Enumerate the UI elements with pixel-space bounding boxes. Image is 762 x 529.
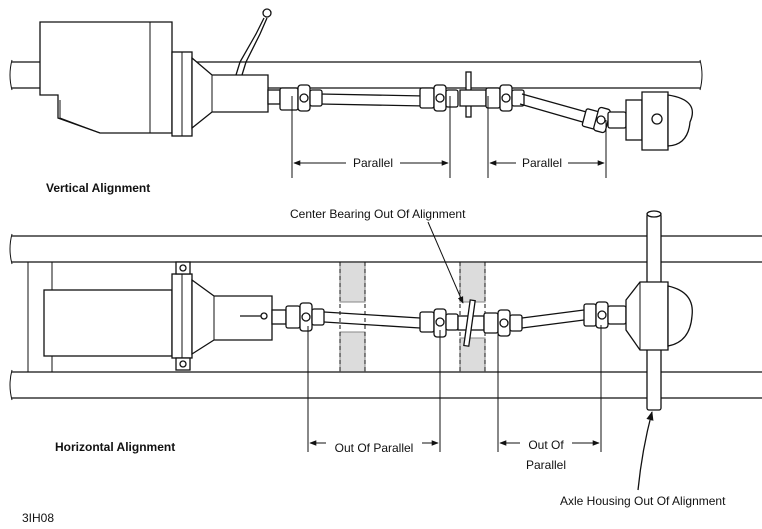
axle-housing-leader <box>637 411 654 491</box>
horizontal-transmission <box>43 261 287 371</box>
vertical-rear-shaft <box>519 93 627 134</box>
horizontal-view <box>9 210 762 491</box>
center-bearing-label: Center Bearing Out Of Alignment <box>290 207 466 221</box>
center-bearing-leader <box>427 221 464 304</box>
vertical-shift-lever <box>235 8 272 76</box>
out-of-parallel-label-2-line1: Out Of <box>528 438 564 452</box>
out-of-parallel-label-1: Out Of Parallel <box>335 441 414 455</box>
horizontal-center-bearing <box>419 299 523 347</box>
horizontal-front-shaft <box>285 302 421 332</box>
vertical-transmission <box>39 21 281 137</box>
out-of-parallel-label-2-line2: Parallel <box>526 458 566 472</box>
vertical-rear-axle <box>625 91 694 151</box>
horizontal-alignment-heading: Horizontal Alignment <box>55 440 175 454</box>
vertical-center-bearing <box>419 71 525 118</box>
figure-code: 3IH08 <box>22 511 54 525</box>
vertical-parallel-label-1: Parallel <box>353 156 393 170</box>
vertical-alignment-heading: Vertical Alignment <box>46 181 150 195</box>
horizontal-frame-rails <box>9 233 762 401</box>
horizontal-axle-housing <box>625 210 693 411</box>
axle-housing-label: Axle Housing Out Of Alignment <box>560 494 726 508</box>
vertical-dimensions <box>291 96 607 178</box>
horizontal-rear-shaft <box>521 301 627 329</box>
horizontal-dimensions <box>307 325 602 452</box>
vertical-front-shaft <box>279 84 426 112</box>
vertical-parallel-label-2: Parallel <box>522 156 562 170</box>
vertical-view <box>9 8 703 178</box>
